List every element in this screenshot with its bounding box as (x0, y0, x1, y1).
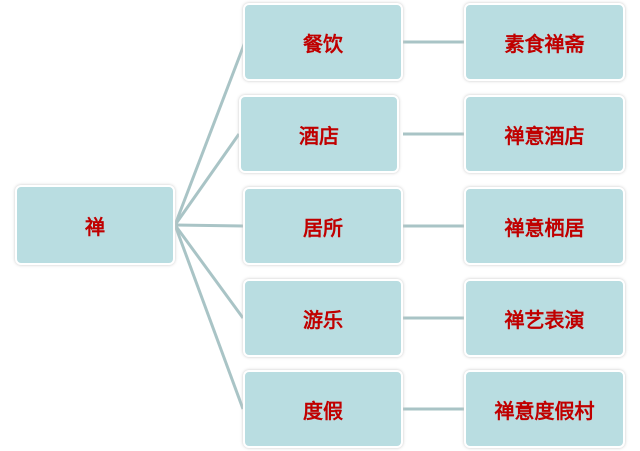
leaf-label: 禅意酒店 (504, 123, 585, 148)
branch-label: 酒店 (299, 123, 339, 148)
branch-label: 度假 (303, 398, 343, 423)
leaf-label: 禅意度假村 (494, 398, 595, 423)
root-label: 禅 (85, 214, 105, 239)
connector-root-b2 (174, 223, 244, 228)
branch-node: 居所 (243, 187, 403, 265)
leaf-node: 禅意度假村 (464, 370, 625, 448)
leaf-label: 禅意栖居 (504, 215, 585, 240)
branch-node: 餐饮 (243, 3, 403, 81)
branch-label: 居所 (303, 215, 343, 240)
leaf-label: 禅艺表演 (504, 307, 585, 332)
leaf-node: 素食禅斋 (464, 3, 625, 81)
branch-label: 游乐 (303, 307, 343, 332)
branch-node: 酒店 (239, 95, 399, 173)
leaf-node: 禅艺表演 (464, 279, 625, 357)
root-node: 禅 (15, 185, 175, 265)
connector-root-b3 (173, 224, 245, 319)
branch-node: 度假 (243, 370, 403, 448)
leaf-node: 禅意栖居 (464, 187, 625, 265)
branch-node: 游乐 (243, 279, 403, 357)
branch-label: 餐饮 (303, 31, 343, 56)
connector-root-b1 (173, 133, 241, 226)
leaf-node: 禅意酒店 (464, 95, 625, 173)
connector-root-b4 (173, 224, 245, 410)
connector-root-b0 (173, 41, 247, 226)
leaf-label: 素食禅斋 (504, 31, 585, 56)
